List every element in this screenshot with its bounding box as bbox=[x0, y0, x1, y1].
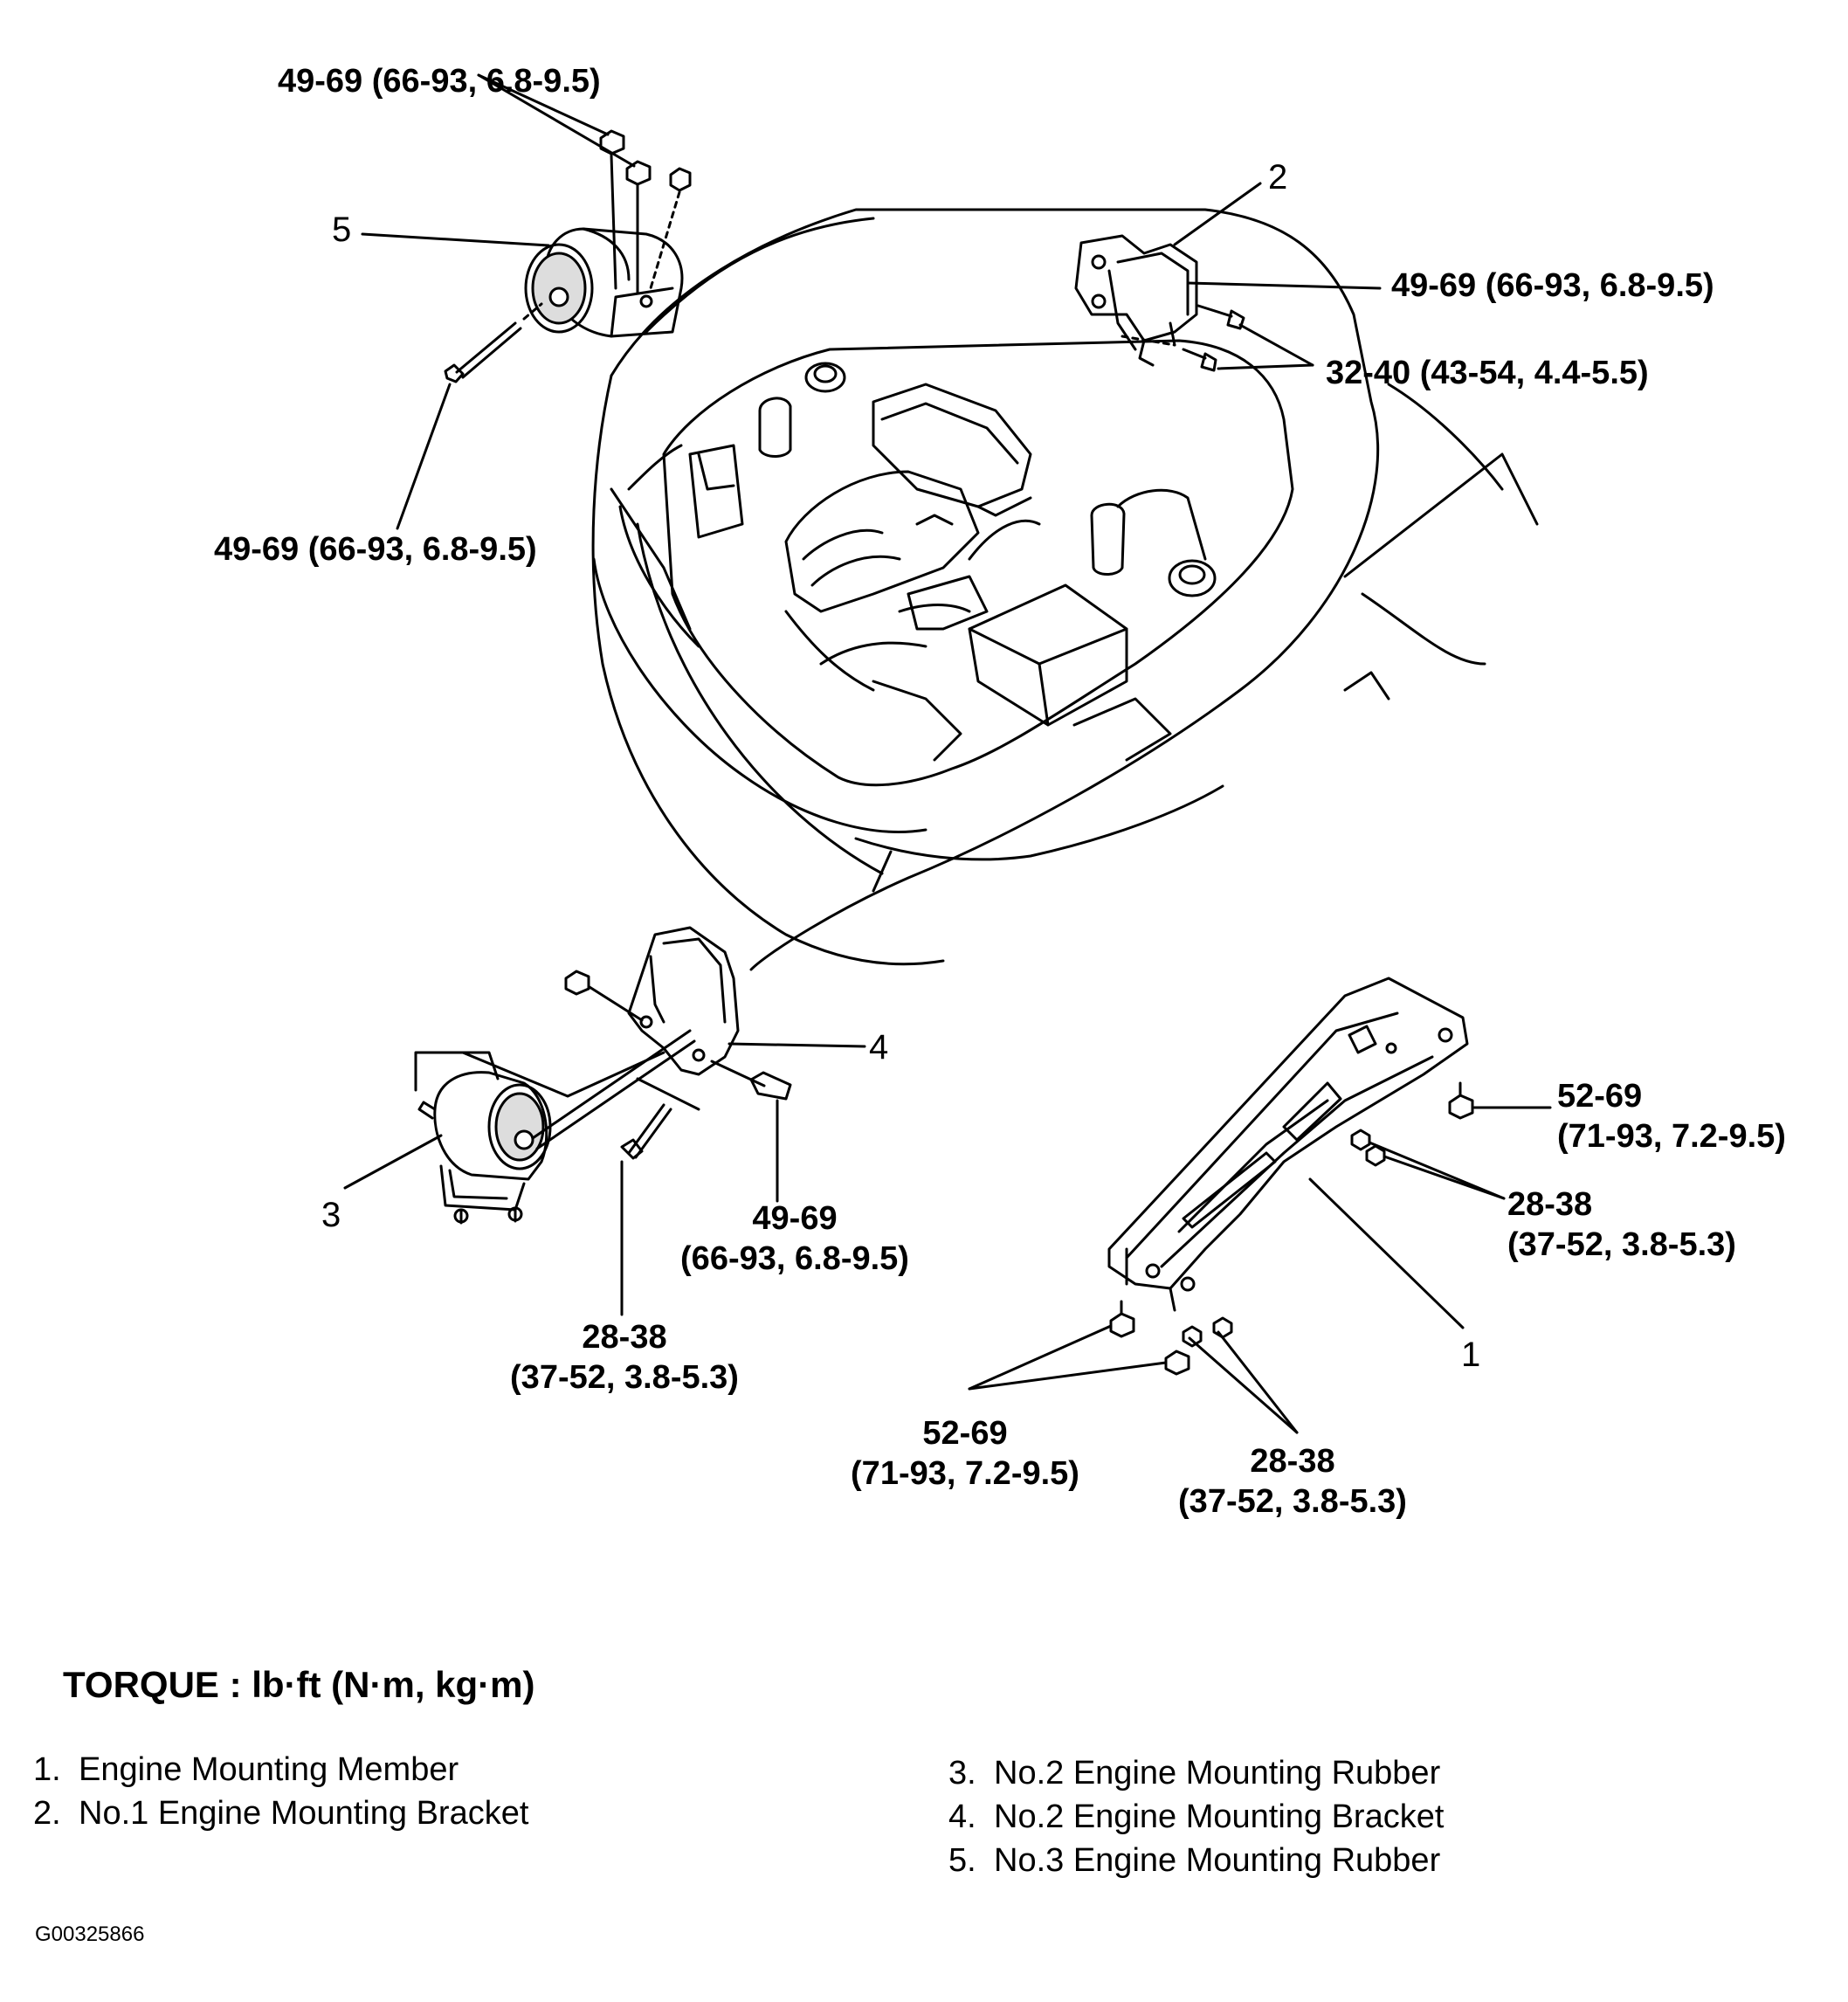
legend-item-5: 5.No.3 Engine Mounting Rubber bbox=[948, 1842, 1441, 1879]
part-number-5: 5 bbox=[332, 211, 352, 249]
legend-left-column: 1.Engine Mounting Member 2.No.1 Engine M… bbox=[33, 1749, 528, 1836]
callout-part5-bolt: 49-69 (66-93, 6.8-9.5) bbox=[214, 531, 537, 568]
callout-part2-lower-bolts: 32-40 (43-54, 4.4-5.5) bbox=[1326, 355, 1649, 391]
part-2-no1-mounting-bracket bbox=[1074, 182, 1382, 372]
callout-part5-nuts: 49-69 (66-93, 6.8-9.5) bbox=[278, 63, 601, 100]
legend-right-column: 3.No.2 Engine Mounting Rubber 4.No.2 Eng… bbox=[948, 1752, 1444, 1883]
callout-part1-lower-bolts: 28-38 (37-52, 3.8-5.3) bbox=[1178, 1443, 1407, 1520]
legend-item-3: 3.No.2 Engine Mounting Rubber bbox=[948, 1755, 1441, 1791]
legend-item-1: 1.Engine Mounting Member bbox=[33, 1751, 459, 1788]
part-number-3: 3 bbox=[321, 1196, 341, 1234]
legend-item-2: 2.No.1 Engine Mounting Bracket bbox=[33, 1795, 529, 1832]
callout-part3-bolt: 28-38 (37-52, 3.8-5.3) bbox=[510, 1319, 739, 1396]
figure-code: G00325866 bbox=[35, 1923, 145, 1946]
vehicle-front-body bbox=[591, 208, 1539, 971]
part-number-1: 1 bbox=[1461, 1336, 1481, 1374]
callout-part1-lower-nuts: 52-69 (71-93, 7.2-9.5) bbox=[851, 1415, 1079, 1492]
torque-units-heading: TORQUE : lb·ft (N·m, kg·m) bbox=[63, 1664, 535, 1705]
part-5-no3-mounting-rubber bbox=[361, 73, 692, 530]
callout-part1-right-bolts: 28-38 (37-52, 3.8-5.3) bbox=[1507, 1186, 1736, 1263]
callout-part4-bolt: 49-69 (66-93, 6.8-9.5) bbox=[680, 1200, 909, 1277]
part-number-4: 4 bbox=[869, 1028, 889, 1067]
callout-part2-bolt: 49-69 (66-93, 6.8-9.5) bbox=[1391, 267, 1714, 304]
callout-part1-right-nut: 52-69 (71-93, 7.2-9.5) bbox=[1557, 1078, 1786, 1155]
legend-item-4: 4.No.2 Engine Mounting Bracket bbox=[948, 1798, 1445, 1835]
part-number-2: 2 bbox=[1268, 158, 1288, 197]
part-1-engine-mounting-member bbox=[968, 977, 1552, 1434]
part-3-no2-mounting-rubber bbox=[343, 1029, 696, 1316]
part-4-no2-mounting-bracket bbox=[461, 926, 866, 1203]
